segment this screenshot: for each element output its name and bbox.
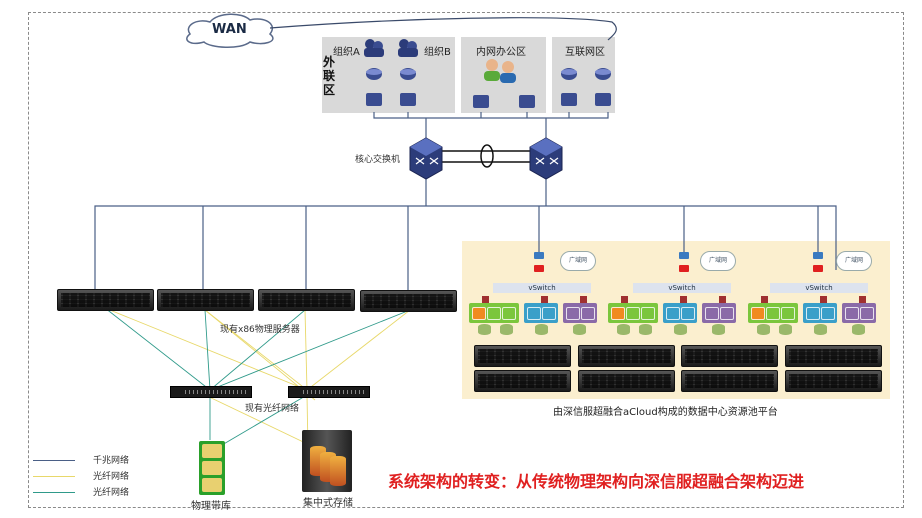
fabric-label: 现有光纤网络	[245, 404, 300, 414]
switch-icon	[366, 93, 611, 108]
host-node	[608, 303, 658, 323]
hci-server	[474, 370, 571, 392]
wan-label: WAN	[212, 22, 247, 37]
org-b-label: 组织B	[424, 47, 451, 58]
core-trunk	[442, 144, 530, 168]
wan-cloud-icon: 广域网	[700, 251, 736, 271]
legend-label: 光纤网络	[93, 472, 130, 482]
router-icon	[813, 252, 823, 259]
firewall-icon	[813, 265, 823, 272]
host-node	[469, 303, 519, 323]
firewall-icon	[679, 265, 689, 272]
internet-zone-label: 互联网区	[565, 47, 605, 58]
storage-icon	[302, 430, 352, 492]
hci-server	[681, 370, 778, 392]
external-zone	[322, 37, 455, 113]
tape-library-label: 物理带库	[191, 501, 231, 512]
vswitch: vSwitch	[493, 283, 591, 293]
pool-caption: 由深信服超融合aCloud构成的数据中心资源池平台	[553, 407, 778, 418]
legend-swatch	[33, 476, 75, 477]
router-icon	[595, 68, 611, 80]
office-users-icon	[484, 59, 516, 83]
wan-cloud-icon: 广域网	[560, 251, 596, 271]
storage-label: 集中式存储	[303, 498, 353, 509]
router-icon	[366, 68, 382, 80]
core-switch-icon	[409, 137, 443, 180]
wan-cloud-icon: 广域网	[836, 251, 872, 271]
fiber-switch	[288, 386, 370, 398]
legend-label: 千兆网络	[93, 456, 130, 466]
tape-library-icon	[199, 441, 225, 495]
diagram-frame	[28, 12, 904, 508]
legend-item: 千兆网络	[33, 453, 129, 466]
vswitch: vSwitch	[770, 283, 868, 293]
host-node	[563, 303, 597, 323]
intranet-zone-label: 内网办公区	[476, 47, 526, 58]
host-node	[663, 303, 697, 323]
vswitch: vSwitch	[633, 283, 731, 293]
core-switch-label: 核心交换机	[355, 155, 401, 165]
org-a-label: 组织A	[333, 47, 360, 58]
legend-label: 光纤网络	[93, 488, 130, 498]
host-node	[803, 303, 837, 323]
zone-bus	[94, 112, 837, 290]
legend-item: 光纤网络	[33, 469, 129, 482]
router-icon	[561, 68, 577, 80]
hci-server	[785, 370, 882, 392]
host-node	[524, 303, 558, 323]
router-icon	[534, 252, 544, 259]
physical-server	[360, 290, 457, 312]
firewall-icon	[534, 265, 544, 272]
host-node	[748, 303, 798, 323]
hci-server	[785, 345, 882, 367]
physical-server	[258, 289, 355, 311]
servers-label: 现有x86物理服务器	[220, 325, 300, 335]
org-b-users-icon	[398, 39, 418, 57]
fiber-links	[104, 307, 411, 451]
org-a-users-icon	[364, 39, 384, 57]
zone-devices	[364, 39, 611, 108]
diagram-title: 系统架构的转变：从传统物理架构向深信服超融合架构迈进	[388, 472, 805, 491]
router-icon	[679, 252, 689, 259]
hci-server	[578, 345, 675, 367]
legend-item: 光纤网络	[33, 485, 129, 498]
hci-server	[474, 345, 571, 367]
host-node	[842, 303, 876, 323]
physical-server	[57, 289, 154, 311]
wan-link	[269, 17, 617, 41]
physical-server	[157, 289, 254, 311]
router-icon	[400, 68, 416, 80]
wan-cloud-icon	[186, 13, 274, 48]
hci-server	[681, 345, 778, 367]
hci-server	[578, 370, 675, 392]
host-node	[702, 303, 736, 323]
legend-swatch	[33, 460, 75, 461]
external-zone-label: 外联区	[323, 55, 336, 97]
legend-swatch	[33, 492, 75, 493]
fiber-switch	[170, 386, 252, 398]
core-switch-icon	[529, 137, 563, 180]
